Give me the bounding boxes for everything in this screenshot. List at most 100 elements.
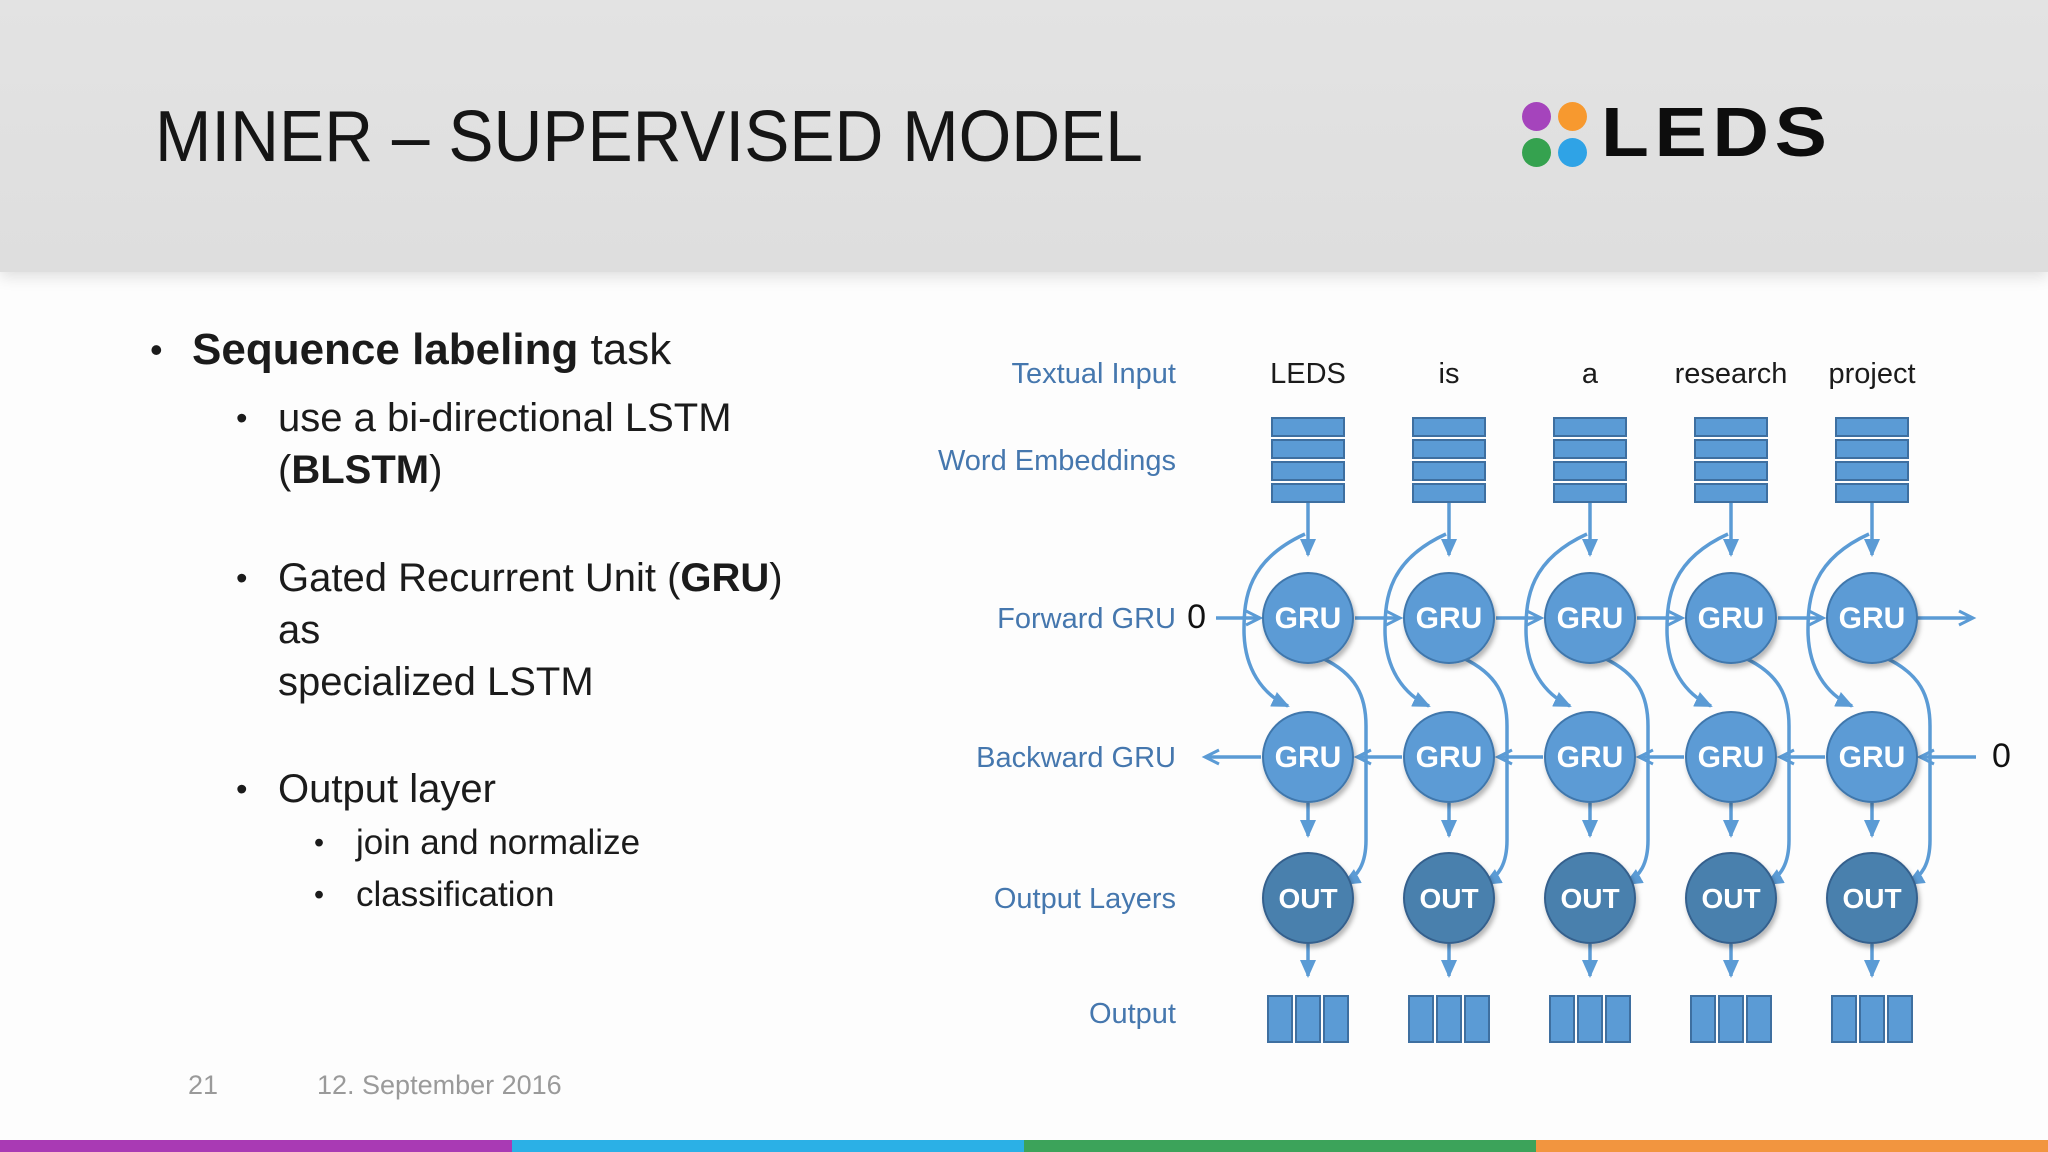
output-vector-rect — [1577, 995, 1603, 1043]
bullet-marker: • — [236, 559, 248, 596]
backward-gru-node — [1685, 711, 1777, 803]
output-layer-node — [1826, 852, 1918, 944]
output-vector-rect — [1267, 995, 1293, 1043]
bullet-text: use a bi-directional LSTM(BLSTM) — [278, 396, 732, 492]
forward-gru-label: GRU — [1557, 602, 1624, 635]
input-word: project — [1828, 358, 1915, 390]
output-vector-rect — [1690, 995, 1716, 1043]
word-embedding-rect — [1553, 439, 1627, 459]
bullet-item: • Output layer — [236, 763, 790, 815]
embedding-to-backward-arrow — [1806, 532, 1870, 708]
page-number: 21 — [188, 1070, 219, 1100]
embedding-to-backward-arrow — [1524, 532, 1588, 708]
diagram-row-label: Backward GRU — [976, 742, 1176, 774]
output-vector-rect — [1436, 995, 1462, 1043]
bullet-text: join and normalize — [356, 823, 641, 862]
diagram-row-label: Word Embeddings — [938, 445, 1176, 477]
output-vector-rect — [1718, 995, 1744, 1043]
page-title: MINER – SUPERVISED MODEL — [155, 97, 1143, 177]
word-embedding-rect — [1835, 417, 1909, 437]
bullet-marker: • — [150, 329, 163, 370]
forward-gru-node — [1403, 572, 1495, 664]
bullet-item: • use a bi-directional LSTM(BLSTM) — [236, 392, 790, 496]
bullet-marker: • — [236, 770, 248, 807]
word-embedding-rect — [1271, 417, 1345, 437]
backward-gru-node — [1544, 711, 1636, 803]
embedding-to-backward-arrow — [1242, 532, 1306, 708]
backward-gru-node — [1262, 711, 1354, 803]
bullet-list: • Sequence labeling task • use a bi-directi… — [150, 322, 790, 918]
forward-gru-node — [1544, 572, 1636, 664]
output-vector-rect — [1549, 995, 1575, 1043]
input-word: LEDS — [1270, 358, 1346, 390]
footer-stripe-segment — [0, 1140, 512, 1152]
word-embedding-rect — [1271, 439, 1345, 459]
forward-gru-label: GRU — [1275, 602, 1342, 635]
output-layer-label: OUT — [1842, 883, 1901, 914]
footer-stripe-segment — [512, 1140, 1024, 1152]
output-vector-rect — [1746, 995, 1772, 1043]
output-layer-label: OUT — [1560, 883, 1619, 914]
word-embedding-rect — [1553, 417, 1627, 437]
diagram-row-label: Forward GRU — [997, 603, 1176, 635]
bullet-marker: • — [236, 399, 248, 436]
footer-stripe-segment — [1024, 1140, 1536, 1152]
word-embedding-rect — [1271, 483, 1345, 503]
output-vector-rect — [1605, 995, 1631, 1043]
word-embedding-rect — [1553, 483, 1627, 503]
word-embedding-rect — [1412, 439, 1486, 459]
diagram-row-label: Textual Input — [1012, 358, 1176, 390]
word-embedding-rect — [1835, 483, 1909, 503]
forward-gru-label: GRU — [1839, 602, 1906, 635]
bullet-item: • join and normalize — [314, 820, 790, 866]
input-word: a — [1582, 358, 1599, 390]
backward-initial-state-label: 0 — [1992, 737, 2011, 775]
leds-logo-dots-icon — [1522, 102, 1587, 167]
output-vector-rect — [1859, 995, 1885, 1043]
output-layer-label: OUT — [1701, 883, 1760, 914]
output-layer-node — [1403, 852, 1495, 944]
word-embedding-rect — [1835, 439, 1909, 459]
backward-gru-label: GRU — [1416, 741, 1483, 774]
word-embedding-rect — [1271, 461, 1345, 481]
output-vector-rect — [1464, 995, 1490, 1043]
bullet-text: Output layer — [278, 767, 496, 811]
logo-dot-icon — [1558, 102, 1587, 131]
output-vector-rect — [1323, 995, 1349, 1043]
forward-to-output-arrow — [1744, 656, 1791, 886]
forward-gru-node — [1685, 572, 1777, 664]
footer-stripe-segment — [1536, 1140, 2048, 1152]
forward-gru-node — [1826, 572, 1918, 664]
word-embedding-rect — [1694, 439, 1768, 459]
embedding-to-backward-arrow — [1383, 532, 1447, 708]
backward-gru-node — [1403, 711, 1495, 803]
logo-dot-icon — [1522, 138, 1551, 167]
forward-to-output-arrow — [1885, 656, 1932, 886]
bullet-item: •classification — [314, 872, 790, 918]
logo-dot-icon — [1522, 102, 1551, 131]
logo-dot-icon — [1558, 138, 1587, 167]
word-embedding-rect — [1412, 417, 1486, 437]
bullet-marker: • — [314, 827, 325, 859]
word-embedding-rect — [1694, 417, 1768, 437]
forward-to-output-arrow — [1603, 656, 1650, 886]
embedding-to-backward-arrow — [1665, 532, 1729, 708]
output-layer-node — [1685, 852, 1777, 944]
footer-stripe — [0, 1140, 2048, 1152]
forward-gru-label: GRU — [1698, 602, 1765, 635]
diagram-row-label: Output Layers — [994, 883, 1176, 915]
backward-gru-label: GRU — [1698, 741, 1765, 774]
output-vector-rect — [1887, 995, 1913, 1043]
word-embedding-rect — [1694, 461, 1768, 481]
output-layer-label: OUT — [1419, 883, 1478, 914]
forward-gru-label: GRU — [1416, 602, 1483, 635]
bullet-text: Sequence labeling task — [192, 325, 672, 374]
header-band — [0, 0, 2048, 272]
output-layer-node — [1262, 852, 1354, 944]
leds-logo: LEDS — [1522, 97, 1827, 167]
bullet-marker: • — [314, 879, 325, 911]
forward-initial-state-label: 0 — [1187, 598, 1206, 636]
